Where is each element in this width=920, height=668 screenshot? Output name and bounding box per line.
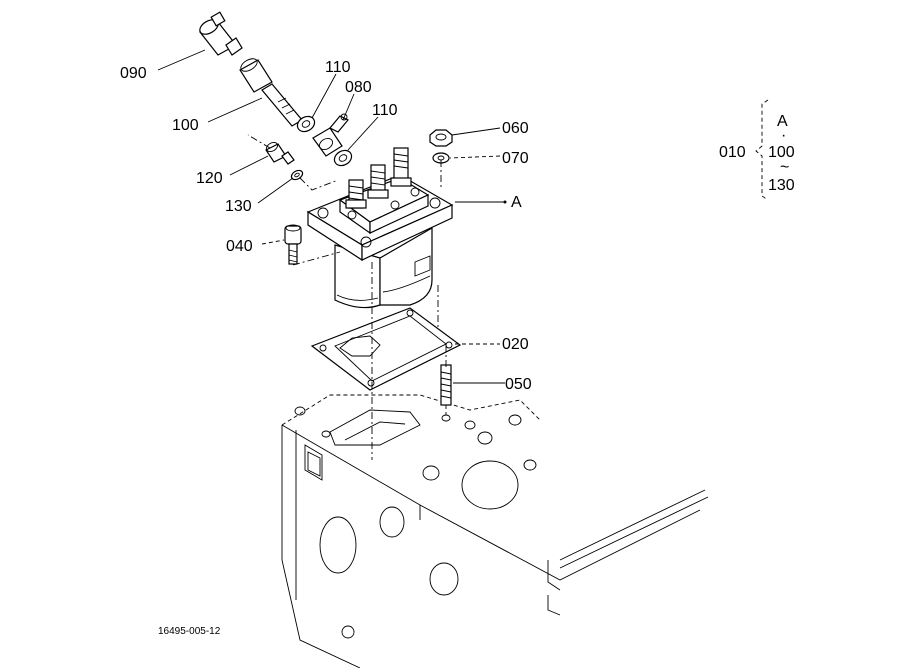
assembly-range-mark: ~: [780, 159, 789, 176]
assembly-item-130: 130: [768, 177, 795, 194]
assembly-item-100: 100: [768, 144, 795, 161]
callout-110-upper: 110: [325, 59, 351, 76]
callout-130: 130: [225, 198, 252, 215]
assembly-label-010: 010: [719, 144, 746, 161]
callout-050: 050: [505, 376, 532, 393]
stud-050: [440, 364, 452, 422]
callout-020: 020: [502, 336, 529, 353]
assembly-axes: [247, 134, 447, 460]
engine-block: [281, 394, 709, 668]
assembly-separator-dot: ·: [781, 127, 786, 144]
callout-120: 120: [196, 170, 223, 187]
callout-labels: 090 100 110 080 110 120 130 040 060 070 …: [120, 59, 532, 393]
bleeder-080: [329, 113, 349, 133]
washer-110-upper: [296, 115, 316, 133]
callout-070: 070: [502, 150, 529, 167]
bolt-100: [239, 58, 303, 127]
washer-110-lower: [333, 149, 353, 167]
callout-090: 090: [120, 65, 147, 82]
gasket-020: [310, 307, 462, 391]
callout-040: 040: [226, 238, 253, 255]
leader-lines: [157, 49, 505, 384]
callout-060: 060: [502, 120, 529, 137]
nut-060: [429, 129, 453, 147]
assembly-group-010: 010 A · 100 ~ 130: [719, 99, 795, 201]
callout-A: A: [511, 194, 522, 211]
screw-120: [265, 141, 295, 165]
fitting-090: [199, 11, 243, 56]
assembly-item-A: A: [777, 113, 788, 130]
callout-080: 080: [345, 79, 372, 96]
callout-100: 100: [172, 117, 199, 134]
callout-110-lower: 110: [372, 102, 398, 119]
washer-130: [290, 169, 304, 181]
injection-pump: [306, 147, 454, 309]
drawing-number: 16495-005-12: [158, 626, 221, 637]
bolt-040: [284, 224, 302, 265]
banjo-body: [312, 127, 343, 157]
